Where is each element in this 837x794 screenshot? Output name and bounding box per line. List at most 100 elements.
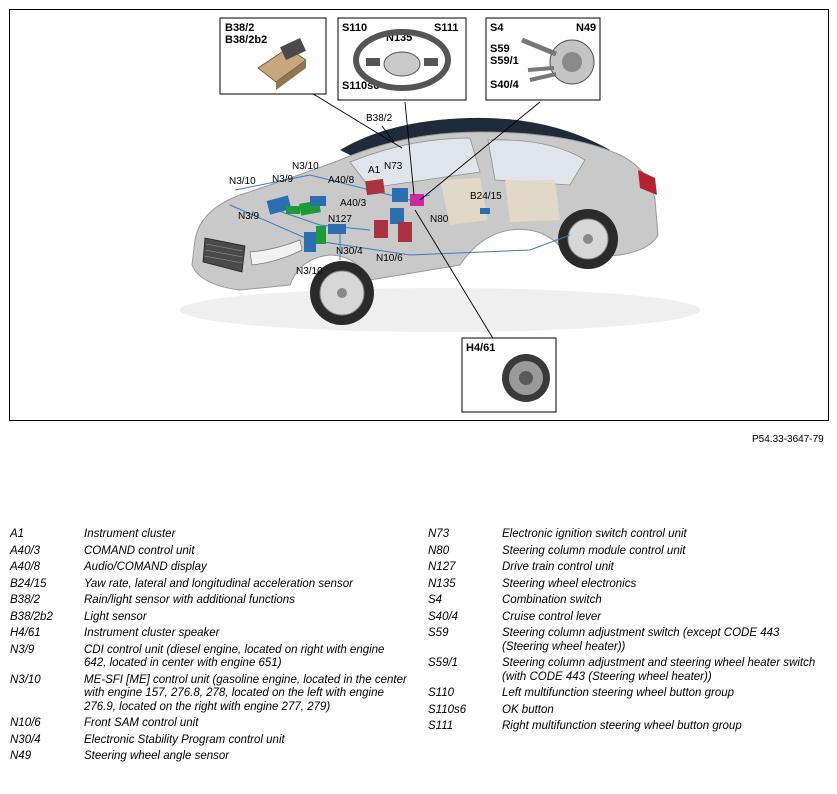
legend-item: N80 Steering column module control unit — [428, 545, 828, 559]
legend-code: N127 — [428, 561, 456, 573]
legend-code: N80 — [428, 544, 450, 557]
legend-description: Drive train control unit — [502, 561, 614, 573]
legend-description: Steering wheel angle sensor — [84, 750, 230, 762]
label-n3-9-top: N3/9 — [272, 174, 294, 185]
label-n80: N80 — [430, 214, 449, 225]
legend-code: A40/3 — [10, 544, 41, 557]
legend-description: Front SAM control unit — [84, 717, 199, 729]
steering-column-module-icon — [521, 37, 595, 85]
legend-code: A1 — [10, 528, 25, 540]
legend-description: Right multifunction steering wheel butto… — [502, 720, 742, 732]
legend-description: Yaw rate, lateral and longitudinal accel… — [84, 577, 353, 590]
legend-item: S110s6 OK button — [428, 704, 828, 718]
light-sensor-icon — [257, 38, 307, 90]
legend-description: Light sensor — [84, 610, 147, 623]
legend-description: Steering column adjustment switch (excep… — [502, 627, 780, 653]
legend-code: N135 — [428, 577, 456, 590]
legend-item: A1 Instrument cluster — [10, 528, 410, 542]
legend-description: Instrument cluster — [84, 528, 176, 540]
label-n127: N127 — [328, 214, 352, 225]
legend-code: N73 — [428, 528, 450, 540]
legend-code: B24/15 — [10, 577, 47, 590]
label-b24-15: B24/15 — [470, 191, 502, 202]
legend-item: S110 Left multifunction steering wheel bu… — [428, 687, 828, 701]
legend-code: S59 — [428, 627, 449, 639]
inset-rain-light-sensor: B38/2 B38/2b2 — [219, 17, 327, 95]
inset-label-s4: S4 — [490, 22, 504, 34]
legend-description: Cruise control lever — [502, 610, 602, 623]
legend-description: Electronic Stability Program control uni… — [84, 733, 285, 746]
label-n3-10-left: N3/10 — [229, 176, 256, 187]
label-n10-6: N10/6 — [376, 253, 403, 264]
legend-code: S111 — [428, 720, 454, 732]
callout-labels: B38/2 N3/10 N3/10 N3/9 N3/9 A40/8 A1 N73… — [229, 113, 502, 277]
legend-item: A40/8 Audio/COMAND display — [10, 561, 410, 575]
legend-item: S40/4 Cruise control lever — [428, 611, 828, 625]
legend-item: S59/1 Steering column adjustment and stee… — [428, 657, 828, 684]
legend-item: N127 Drive train control unit — [428, 561, 828, 575]
inset-speaker: H4/61 — [461, 337, 557, 413]
label-a1: A1 — [368, 165, 381, 176]
legend-description: COMAND control unit — [84, 544, 195, 557]
legend-item: N10/6 Front SAM control unit — [10, 717, 410, 731]
legend-item: B24/15 Yaw rate, lateral and longitudinal… — [10, 578, 410, 592]
legend-item: N30/4 Electronic Stability Program contro… — [10, 734, 410, 748]
legend-description: Steering wheel electronics — [502, 577, 637, 590]
legend-description: OK button — [502, 703, 554, 716]
inset-label-s110: S110 — [342, 22, 367, 34]
legend-code: S110 — [428, 687, 455, 699]
inset-label-n49: N49 — [576, 22, 596, 34]
legend-item: S111 Right multifunction steering wheel b… — [428, 720, 828, 734]
legend-code: B38/2 — [10, 594, 41, 606]
label-b38-2: B38/2 — [366, 113, 393, 124]
inset-label-s111: S111 — [434, 22, 458, 34]
inset-label-s40-4: S40/4 — [490, 79, 520, 91]
legend-description: Left multifunction steering wheel button… — [502, 687, 735, 699]
label-n73: N73 — [384, 161, 403, 172]
label-a40-3: A40/3 — [340, 198, 367, 209]
legend-description: Steering column adjustment and steering … — [502, 657, 816, 683]
label-n3-10-top: N3/10 — [292, 161, 319, 172]
legend-code: S110s6 — [428, 703, 467, 716]
legend-item: N49 Steering wheel angle sensor — [10, 750, 410, 764]
legend-code: H4/61 — [10, 627, 41, 639]
inset-label-b38-2b2: B38/2b2 — [225, 34, 267, 46]
diagram-frame: B38/2 B38/2b2 S110 S111 N135 S110s6 — [9, 9, 829, 421]
legend-description: Steering column module control unit — [502, 544, 686, 557]
legend-code: S4 — [428, 594, 443, 606]
inset-steering-column: S4 N49 S59 S59/1 S40/4 — [485, 17, 601, 101]
legend-item: A40/3 COMAND control unit — [10, 545, 410, 559]
legend-description: Instrument cluster speaker — [84, 627, 220, 639]
legend-code: S59/1 — [428, 657, 459, 669]
speaker-icon — [502, 354, 550, 402]
legend-description: CDI control unit (diesel engine, located… — [84, 643, 385, 670]
label-a40-8: A40/8 — [328, 175, 355, 186]
legend-item: N135 Steering wheel electronics — [428, 578, 828, 592]
rear-wheel — [558, 209, 618, 269]
figure-reference: P54.33-3647-79 — [752, 434, 824, 445]
legend-item: N3/9 CDI control unit (diesel engine, loc… — [10, 644, 410, 671]
legend-item: H4/61 Instrument cluster speaker — [10, 627, 410, 641]
legend-description: Audio/COMAND display — [84, 561, 207, 573]
inset-label-s59: S59 — [490, 43, 510, 55]
legend-code: N49 — [10, 750, 32, 762]
legend-code: A40/8 — [10, 561, 41, 573]
legend-code: N3/9 — [10, 643, 35, 656]
legend-code: N10/6 — [10, 717, 41, 729]
inset-label-s59-1: S59/1 — [490, 55, 519, 67]
legend-code: N3/10 — [10, 673, 41, 686]
leader-lines — [309, 91, 541, 341]
legend-code: S40/4 — [428, 610, 459, 623]
inset-label-b38-2: B38/2 — [225, 22, 254, 34]
legend-code: N30/4 — [10, 733, 41, 746]
vehicle-diagram: B38/2 B38/2b2 S110 S111 N135 S110s6 — [180, 17, 700, 413]
inset-label-h4-61: H4/61 — [466, 342, 495, 354]
label-n3-10-bottom: N3/10 — [296, 266, 323, 277]
